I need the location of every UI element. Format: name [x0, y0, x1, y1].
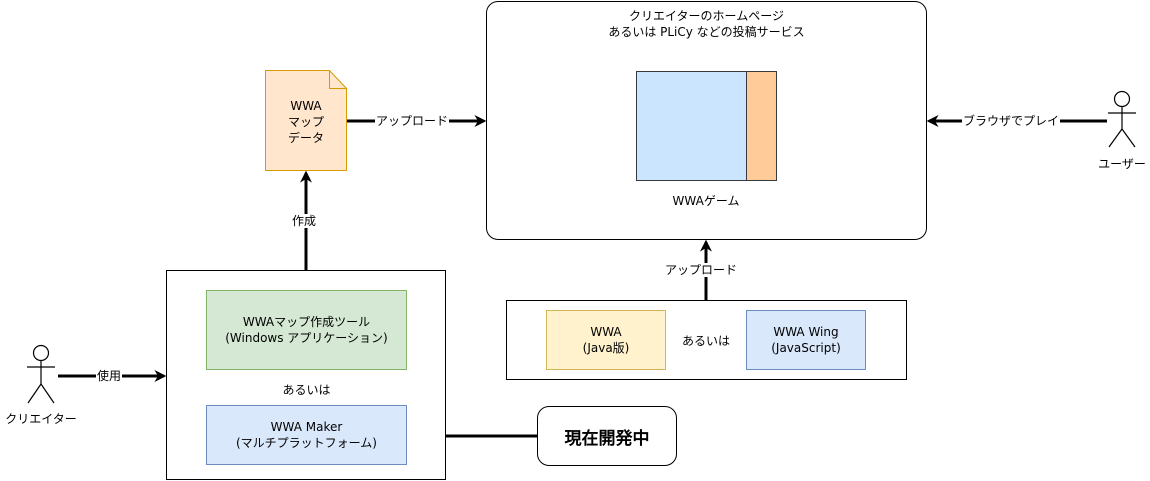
map-data-doc-shape	[265, 70, 347, 171]
site-box-title: クリエイターのホームページ あるいは PLiCy などの投稿サービス	[608, 9, 805, 39]
tools-or-text: あるいは	[282, 383, 331, 397]
site-box	[486, 1, 927, 240]
game-label: WWAゲーム	[672, 194, 740, 208]
game-preview-side	[746, 71, 777, 181]
user-figure-icon	[1108, 90, 1136, 148]
runtime-or-text: あるいは	[681, 334, 730, 348]
runtime-wing: WWA Wing (JavaScript)	[746, 310, 866, 370]
create-label: 作成	[291, 214, 318, 228]
tool-windows: WWAマップ作成ツール (Windows アプリケーション)	[206, 290, 407, 370]
runtime-java: WWA (Java版)	[546, 310, 666, 370]
user-label: ユーザー	[1098, 157, 1146, 171]
map-data-label: WWA マップ データ	[287, 99, 324, 145]
upload-bottom-label: アップロード	[664, 263, 739, 277]
creator-figure-icon	[27, 344, 55, 404]
game-preview-main	[636, 71, 747, 181]
tool-maker: WWA Maker (マルチプラットフォーム)	[206, 405, 407, 465]
use-label: 使用	[96, 369, 123, 383]
play-label: ブラウザでプレイ	[962, 114, 1061, 128]
dev-badge: 現在開発中	[537, 406, 677, 466]
creator-label: クリエイター	[5, 412, 77, 426]
upload-top-label: アップロード	[375, 114, 450, 128]
